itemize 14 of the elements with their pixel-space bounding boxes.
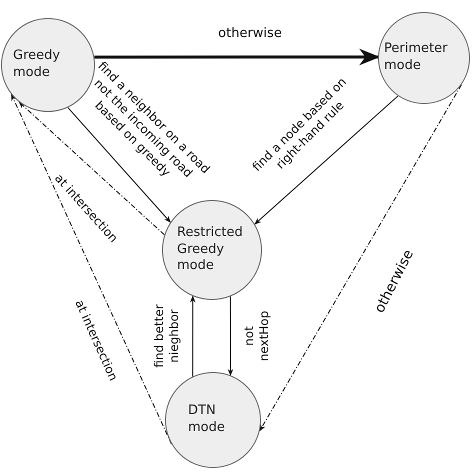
arrow bbox=[190, 295, 196, 377]
edge-label: otherwise bbox=[217, 26, 283, 42]
arrow bbox=[259, 84, 462, 432]
state-name: Greedy mode bbox=[13, 48, 62, 82]
arrow bbox=[67, 107, 171, 223]
edge-label: not nextHop bbox=[242, 310, 272, 364]
arrow bbox=[18, 102, 165, 236]
state-name: Restricted Greedy mode bbox=[177, 224, 244, 276]
arrow bbox=[228, 296, 234, 376]
state-name: Perimeter mode bbox=[384, 41, 448, 75]
arrow bbox=[254, 95, 398, 225]
arrow bbox=[94, 48, 380, 66]
edge-label: find better nieghbor bbox=[152, 303, 182, 370]
state-name: DTN mode bbox=[188, 403, 226, 437]
